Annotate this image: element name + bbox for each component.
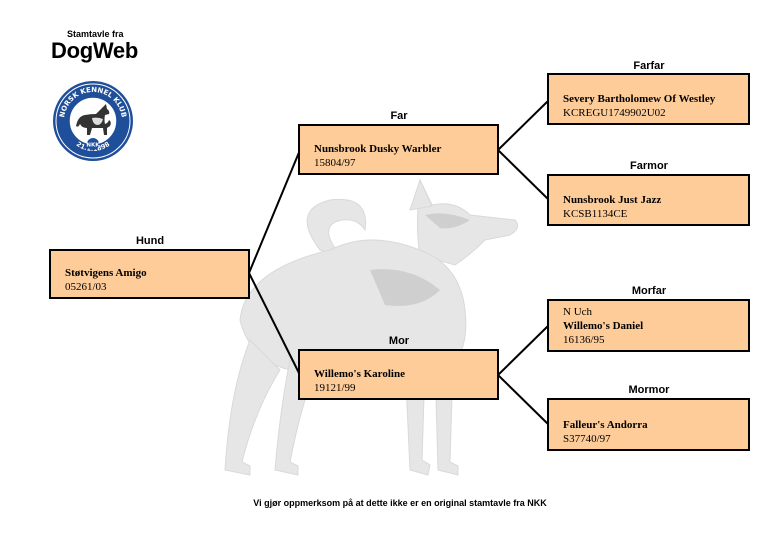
far-reg: 15804/97 [314,157,356,169]
disclaimer-text: Vi gjør oppmerksom på at dette ikke er e… [253,498,547,508]
box-mormor[interactable]: Falleur's Andorra S37740/97 [547,398,750,451]
morfar-name: Willemo's Daniel [563,320,644,332]
box-morfar[interactable]: N Uch Willemo's Daniel 16136/95 [547,299,750,352]
farmor-reg: KCSB1134CE [563,208,628,220]
header-subtitle: Stamtavle fra [67,29,124,39]
mor-name: Willemo's Karoline [314,368,405,380]
label-farmor: Farmor [630,160,668,172]
box-far[interactable]: Nunsbrook Dusky Warbler 15804/97 [298,124,499,175]
box-mor[interactable]: Willemo's Karoline 19121/99 [298,349,499,400]
connector-mor-morfar [497,324,550,376]
hund-name: Støtvigens Amigo [65,267,147,279]
morfar-reg: 16136/95 [563,334,605,346]
farmor-name: Nunsbrook Just Jazz [563,194,662,206]
label-far: Far [390,110,408,122]
mormor-name: Falleur's Andorra [563,419,648,431]
label-farfar: Farfar [633,60,665,72]
far-name: Nunsbrook Dusky Warbler [314,143,442,155]
dog-watermark-image [224,178,519,476]
label-morfar: Morfar [631,285,667,297]
morfar-title: N Uch [563,306,593,318]
brand-logo-text: DogWeb [51,38,139,63]
farfar-name: Severy Bartholomew Of Westley [563,93,716,105]
logo-dog-icon [76,104,111,135]
connector-far-farfar [497,99,550,151]
connector-hund-mor [248,272,301,376]
farfar-reg: KCREGU1749902U02 [563,107,666,119]
hund-reg: 05261/03 [65,281,107,293]
connector-far-farmor [497,149,550,201]
box-farmor[interactable]: Nunsbrook Just Jazz KCSB1134CE [547,174,750,226]
connector-hund-far [248,149,301,274]
connector-mor-mormor [497,374,550,426]
box-farfar[interactable]: Severy Bartholomew Of Westley KCREGU1749… [547,73,750,125]
logo-center-text: NKK [86,143,100,149]
label-hund: Hund [135,235,165,247]
mormor-reg: S37740/97 [563,433,611,445]
box-hund[interactable]: Støtvigens Amigo 05261/03 [49,249,250,299]
label-mor: Mor [388,335,410,347]
label-mormor: Mormor [628,384,670,396]
mor-reg: 19121/99 [314,382,356,394]
